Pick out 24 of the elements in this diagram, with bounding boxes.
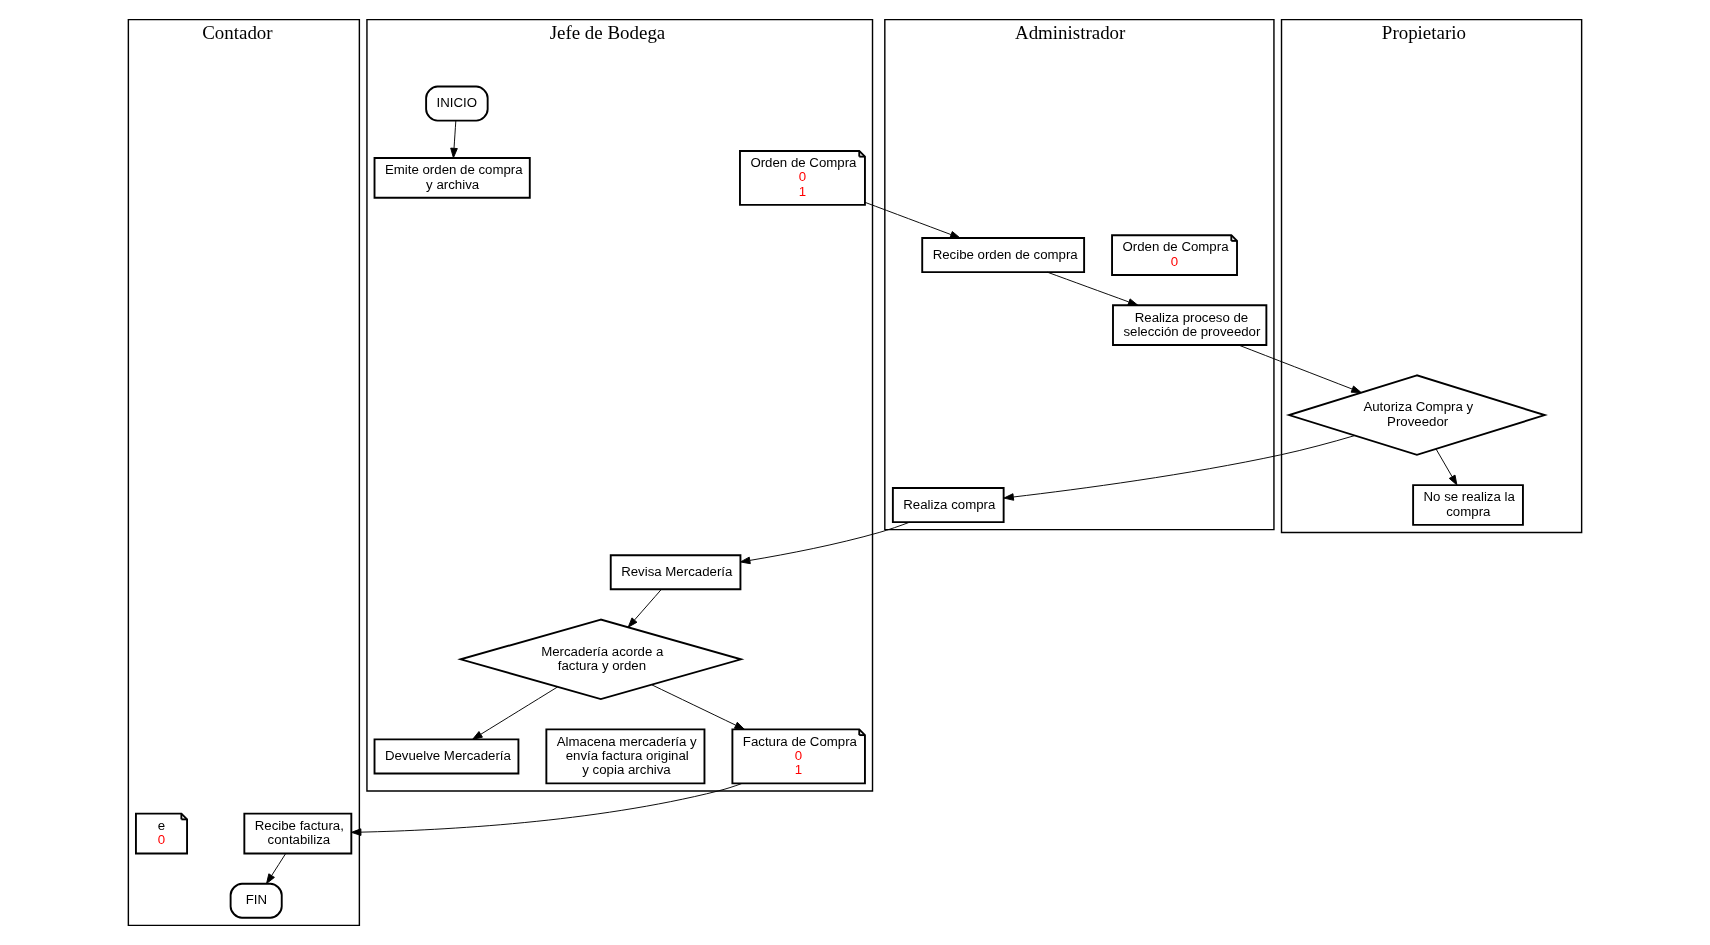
node-box: Realiza proceso de selección de proveedor bbox=[1112, 304, 1268, 346]
node-box: FIN bbox=[229, 882, 283, 919]
arrow bbox=[739, 521, 911, 565]
node-diamond: Autoriza Compra y Proveedor bbox=[1285, 374, 1548, 456]
arrow bbox=[864, 201, 961, 239]
arrow bbox=[351, 783, 743, 836]
arrow bbox=[1435, 448, 1458, 486]
node-box: No se realiza la compra bbox=[1412, 484, 1524, 526]
node-box: Almacena mercadería y envía factura original y copia archiva bbox=[545, 728, 706, 785]
arrow bbox=[472, 686, 558, 740]
node-box: Emite orden de compra y archiva bbox=[373, 157, 531, 199]
node-box: Recibe orden de compra bbox=[921, 237, 1086, 274]
arrow bbox=[1046, 271, 1139, 306]
node-box: Recibe factura, contabiliza bbox=[243, 812, 353, 855]
node-box: INICIO bbox=[425, 85, 489, 122]
node-box: Revisa Mercadería bbox=[609, 554, 742, 591]
arrow bbox=[450, 120, 458, 159]
node-box: Devuelve Mercadería bbox=[373, 738, 520, 775]
arrow bbox=[627, 589, 662, 628]
arrow bbox=[1003, 435, 1356, 501]
arrow bbox=[266, 853, 287, 885]
node-box: Realiza compra bbox=[891, 487, 1005, 523]
arrow bbox=[1238, 344, 1362, 394]
arrow bbox=[651, 684, 745, 730]
